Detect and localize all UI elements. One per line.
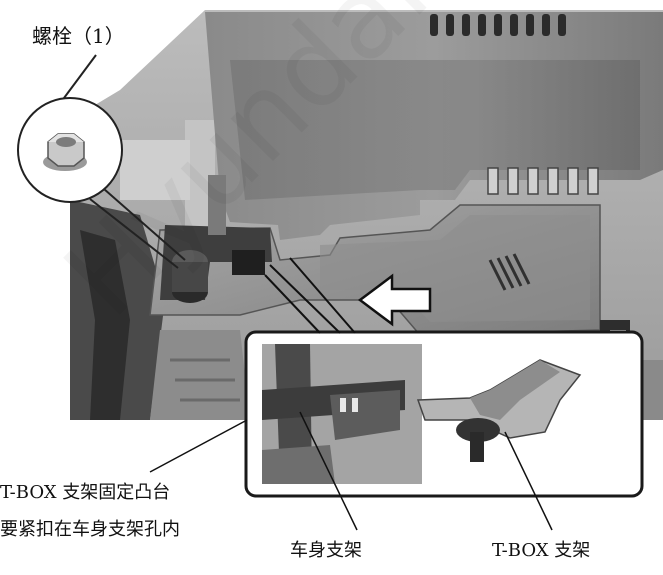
bolt-callout-circle: [17, 54, 186, 269]
tbox-bracket-label: T-BOX 支架: [492, 540, 591, 561]
body-bracket-label: 车身支架: [290, 540, 362, 561]
bolt-label: 螺栓（1）: [32, 24, 125, 48]
detail-inset: [244, 257, 644, 498]
boss-note-line1: T-BOX 支架固定凸台: [0, 482, 171, 503]
left-arrow-icon: [357, 273, 432, 327]
flange-nut-icon: [43, 133, 87, 171]
main-scene: [70, 10, 663, 420]
leader-lines: [149, 411, 553, 531]
boss-note-line2: 要紧扣在车身支架孔内: [0, 519, 180, 540]
